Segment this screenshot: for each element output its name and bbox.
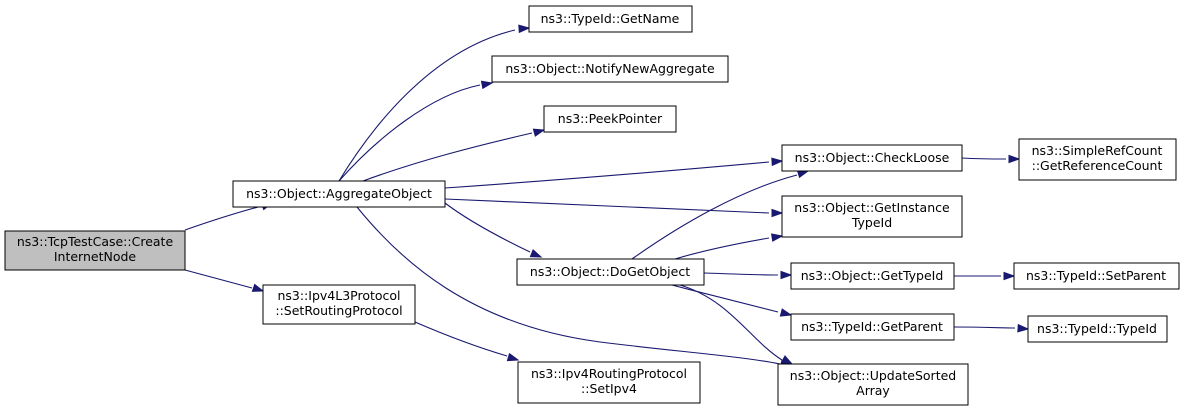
edge-check-loose-to-simpleref-getcount bbox=[961, 154, 1021, 164]
node-object-do-get-object[interactable]: ns3::Object::DoGetObject bbox=[516, 258, 705, 286]
edge-line bbox=[961, 157, 1007, 160]
svg-text:ns3::TypeId::GetName: ns3::TypeId::GetName bbox=[541, 11, 680, 26]
node-object-aggregate-object[interactable]: ns3::Object::AggregateObject bbox=[232, 180, 446, 208]
edge-line bbox=[356, 206, 781, 365]
svg-text:ns3::SimpleRefCount: ns3::SimpleRefCount bbox=[1032, 143, 1163, 158]
edge-aggregate-to-typeid-getname bbox=[338, 24, 531, 182]
edge-tcp-create-to-set-routing bbox=[184, 269, 265, 292]
edge-do-get-object-to-get-typeid bbox=[703, 270, 793, 280]
arrowhead-icon bbox=[506, 352, 520, 362]
arrowhead-icon bbox=[529, 249, 543, 258]
node-object-notify-new-aggregate[interactable]: ns3::Object::NotifyNewAggregate bbox=[491, 55, 729, 83]
arrowhead-icon bbox=[771, 157, 784, 167]
edge-aggregate-to-update-sorted bbox=[356, 206, 793, 369]
arrowhead-icon bbox=[770, 233, 784, 242]
svg-text:ns3::TcpTestCase::Create: ns3::TcpTestCase::Create bbox=[17, 234, 174, 249]
edge-aggregate-to-do-get-object bbox=[444, 202, 543, 258]
edge-line bbox=[414, 321, 508, 357]
edge-do-get-object-to-get-instance-typeid bbox=[674, 233, 784, 260]
edge-aggregate-to-notify-new-agg bbox=[338, 80, 494, 182]
svg-text:ns3::Object::GetTypeId: ns3::Object::GetTypeId bbox=[801, 268, 944, 283]
arrowhead-icon bbox=[532, 128, 546, 137]
arrowhead-icon bbox=[518, 24, 531, 34]
edge-typeid-getparent-to-typeid-typeid bbox=[953, 323, 1030, 333]
svg-text:ns3::Object::NotifyNewAggregat: ns3::Object::NotifyNewAggregate bbox=[505, 61, 715, 76]
call-edges bbox=[184, 24, 1030, 369]
edge-do-get-object-to-check-loose bbox=[631, 169, 810, 260]
node-simple-ref-count-get-reference-count[interactable]: ns3::SimpleRefCount::GetReferenceCount bbox=[1018, 138, 1177, 181]
node-peek-pointer[interactable]: ns3::PeekPointer bbox=[543, 105, 677, 133]
edge-line bbox=[444, 202, 531, 253]
edge-line bbox=[674, 237, 770, 260]
arrowhead-icon bbox=[1003, 271, 1016, 281]
node-typeid-get-name[interactable]: ns3::TypeId::GetName bbox=[528, 5, 693, 33]
node-ipv4-routing-protocol-set-ipv4[interactable]: ns3::Ipv4RoutingProtocol::SetIpv4 bbox=[517, 361, 701, 404]
edge-aggregate-to-get-instance-typeid bbox=[444, 198, 784, 218]
edge-do-get-object-to-update-sorted bbox=[679, 284, 794, 365]
edge-aggregate-to-peek-pointer bbox=[362, 128, 546, 182]
arrowhead-icon bbox=[251, 283, 265, 292]
node-ipv4-l3-protocol-set-routing-protocol[interactable]: ns3::Ipv4L3Protocol::SetRoutingProtocol bbox=[262, 284, 416, 325]
arrowhead-icon bbox=[780, 270, 793, 280]
svg-text:ns3::Ipv4L3Protocol: ns3::Ipv4L3Protocol bbox=[277, 288, 400, 303]
edge-line bbox=[444, 198, 770, 214]
node-typeid-set-parent[interactable]: ns3::TypeId::SetParent bbox=[1013, 262, 1180, 290]
svg-text:ns3::TypeId::TypeId: ns3::TypeId::TypeId bbox=[1037, 321, 1157, 336]
edge-line bbox=[184, 205, 263, 231]
edge-line bbox=[703, 272, 779, 276]
node-typeid-get-parent[interactable]: ns3::TypeId::GetParent bbox=[790, 313, 955, 341]
svg-text:::GetReferenceCount: ::GetReferenceCount bbox=[1032, 158, 1163, 173]
svg-text:TypeId: TypeId bbox=[851, 215, 892, 230]
svg-text:ns3::Ipv4RoutingProtocol: ns3::Ipv4RoutingProtocol bbox=[531, 366, 687, 381]
edge-line bbox=[184, 269, 253, 289]
arrowhead-icon bbox=[779, 308, 793, 317]
node-object-check-loose[interactable]: ns3::Object::CheckLoose bbox=[781, 144, 963, 172]
edge-line bbox=[338, 84, 481, 182]
edge-line bbox=[671, 284, 779, 313]
node-object-get-typeid[interactable]: ns3::Object::GetTypeId bbox=[790, 262, 955, 290]
edge-line bbox=[953, 326, 1016, 329]
arrowhead-icon bbox=[1017, 323, 1030, 333]
svg-text:ns3::TypeId::GetParent: ns3::TypeId::GetParent bbox=[801, 319, 943, 334]
svg-text:ns3::Object::AggregateObject: ns3::Object::AggregateObject bbox=[246, 186, 432, 201]
edge-line bbox=[444, 161, 770, 189]
svg-text:ns3::TypeId::SetParent: ns3::TypeId::SetParent bbox=[1026, 268, 1166, 283]
edge-line bbox=[338, 29, 516, 182]
svg-text:::SetRoutingProtocol: ::SetRoutingProtocol bbox=[275, 303, 402, 318]
edge-set-routing-to-set-ipv4 bbox=[414, 321, 520, 362]
edge-get-typeid-to-typeid-setparent bbox=[954, 271, 1016, 281]
arrowhead-icon bbox=[780, 355, 794, 365]
edge-line bbox=[679, 284, 783, 361]
edge-line bbox=[362, 132, 533, 182]
svg-text:ns3::Object::DoGetObject: ns3::Object::DoGetObject bbox=[530, 264, 690, 279]
edge-aggregate-to-check-loose bbox=[444, 157, 784, 189]
svg-text:ns3::PeekPointer: ns3::PeekPointer bbox=[558, 111, 663, 126]
edge-do-get-object-to-typeid-getparent bbox=[671, 284, 793, 317]
arrowhead-icon bbox=[771, 208, 784, 218]
svg-text:ns3::Object::UpdateSorted: ns3::Object::UpdateSorted bbox=[790, 368, 956, 383]
svg-text:::SetIpv4: ::SetIpv4 bbox=[581, 381, 637, 396]
edge-line bbox=[631, 174, 798, 260]
svg-text:ns3::Object::GetInstance: ns3::Object::GetInstance bbox=[794, 200, 950, 215]
svg-text:InternetNode: InternetNode bbox=[54, 249, 137, 264]
node-typeid-typeid[interactable]: ns3::TypeId::TypeId bbox=[1027, 315, 1168, 343]
svg-text:ns3::Object::CheckLoose: ns3::Object::CheckLoose bbox=[795, 150, 950, 165]
svg-text:Array: Array bbox=[856, 383, 890, 398]
arrowhead-icon bbox=[1008, 154, 1021, 164]
arrowhead-icon bbox=[480, 80, 494, 90]
